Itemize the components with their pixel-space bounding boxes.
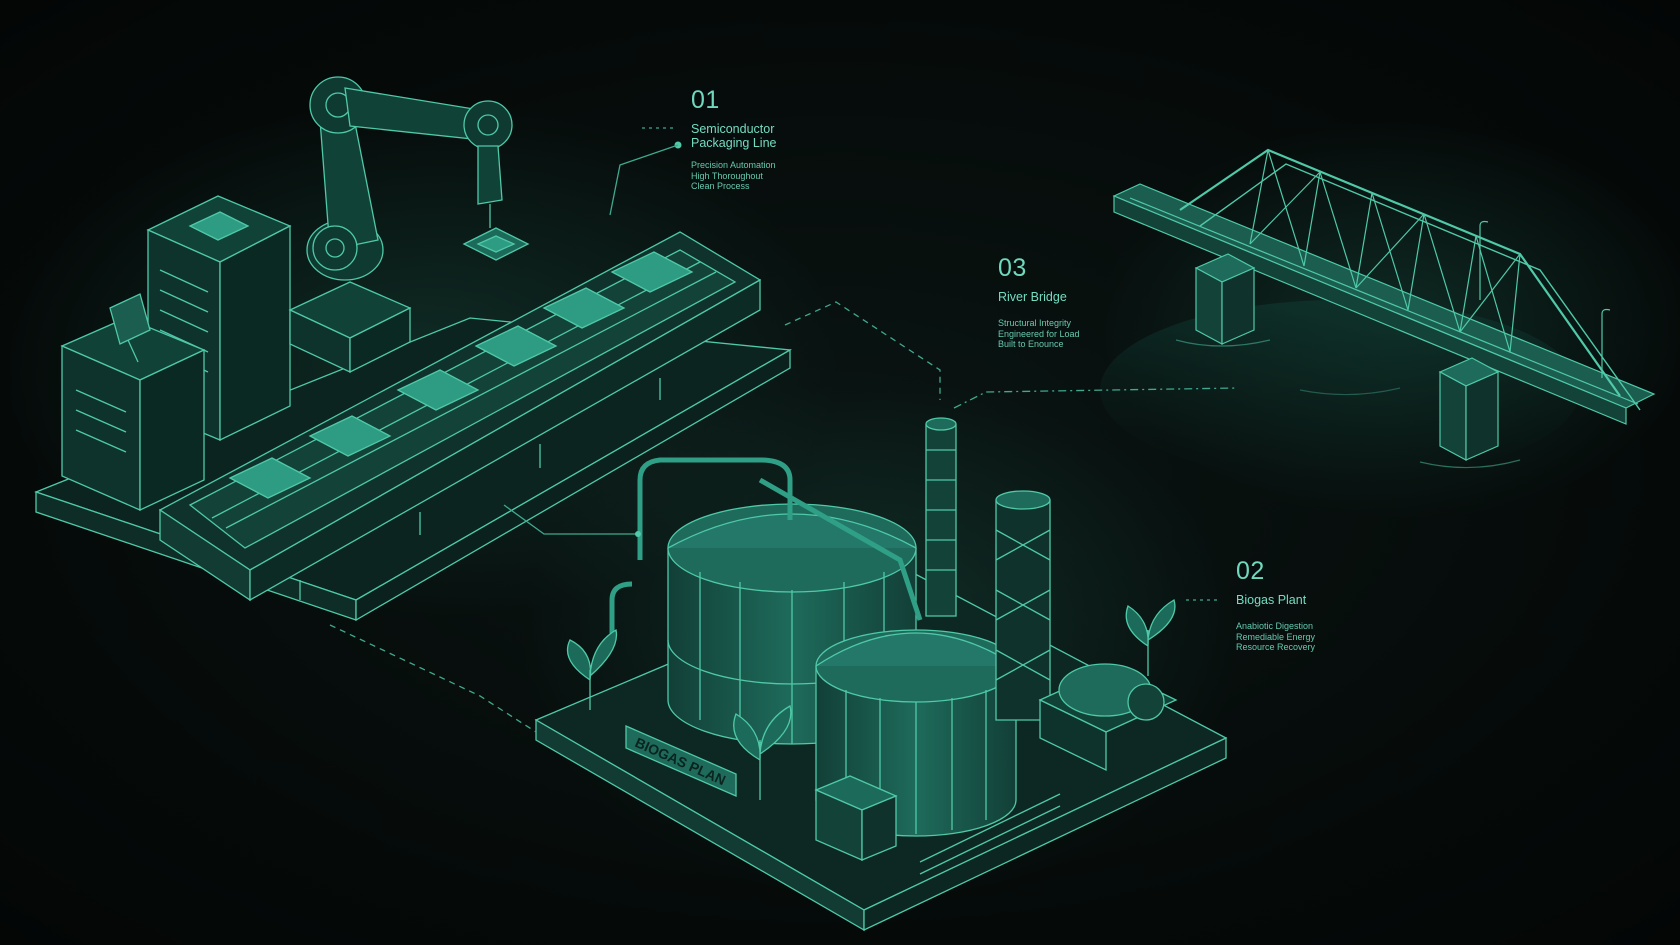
semiconductor-title: Semiconductor Packaging Line (691, 122, 777, 150)
semiconductor-detail: Precision Automation (691, 160, 776, 170)
biogas-detail: Resource Recovery (1236, 642, 1316, 652)
biogas-detail: Remediable Energy (1236, 631, 1316, 642)
connector-lines (329, 127, 1239, 733)
biogas-plant (534, 417, 1228, 932)
biogas-title: Biogas Plant (1236, 593, 1307, 607)
bridge-number: 03 (998, 254, 1027, 282)
semiconductor-detail: Clean Process (691, 181, 750, 191)
semiconductor-detail: High Thoroughout (691, 170, 763, 181)
bridge-detail: Built to Enounce (998, 339, 1064, 349)
bridge-label: 03 River Bridge Structural Integrity Eng… (998, 256, 1080, 350)
biogas-label: 02 Biogas Plant Anabiotic Digestion Reme… (1236, 559, 1315, 653)
bridge-detail: Structural Integrity (998, 318, 1072, 328)
river-bridge (1100, 148, 1656, 480)
biogas-detail: Anabiotic Digestion (1236, 621, 1314, 631)
semiconductor-number: 01 (691, 86, 720, 114)
bridge-detail: Engineered for Load (998, 328, 1080, 339)
bridge-title: River Bridge (998, 290, 1067, 304)
semiconductor-label: 01 Semiconductor Packaging Line Precisio… (691, 88, 776, 192)
biogas-number: 02 (1236, 557, 1265, 585)
semiconductor-packaging-line (34, 76, 793, 622)
